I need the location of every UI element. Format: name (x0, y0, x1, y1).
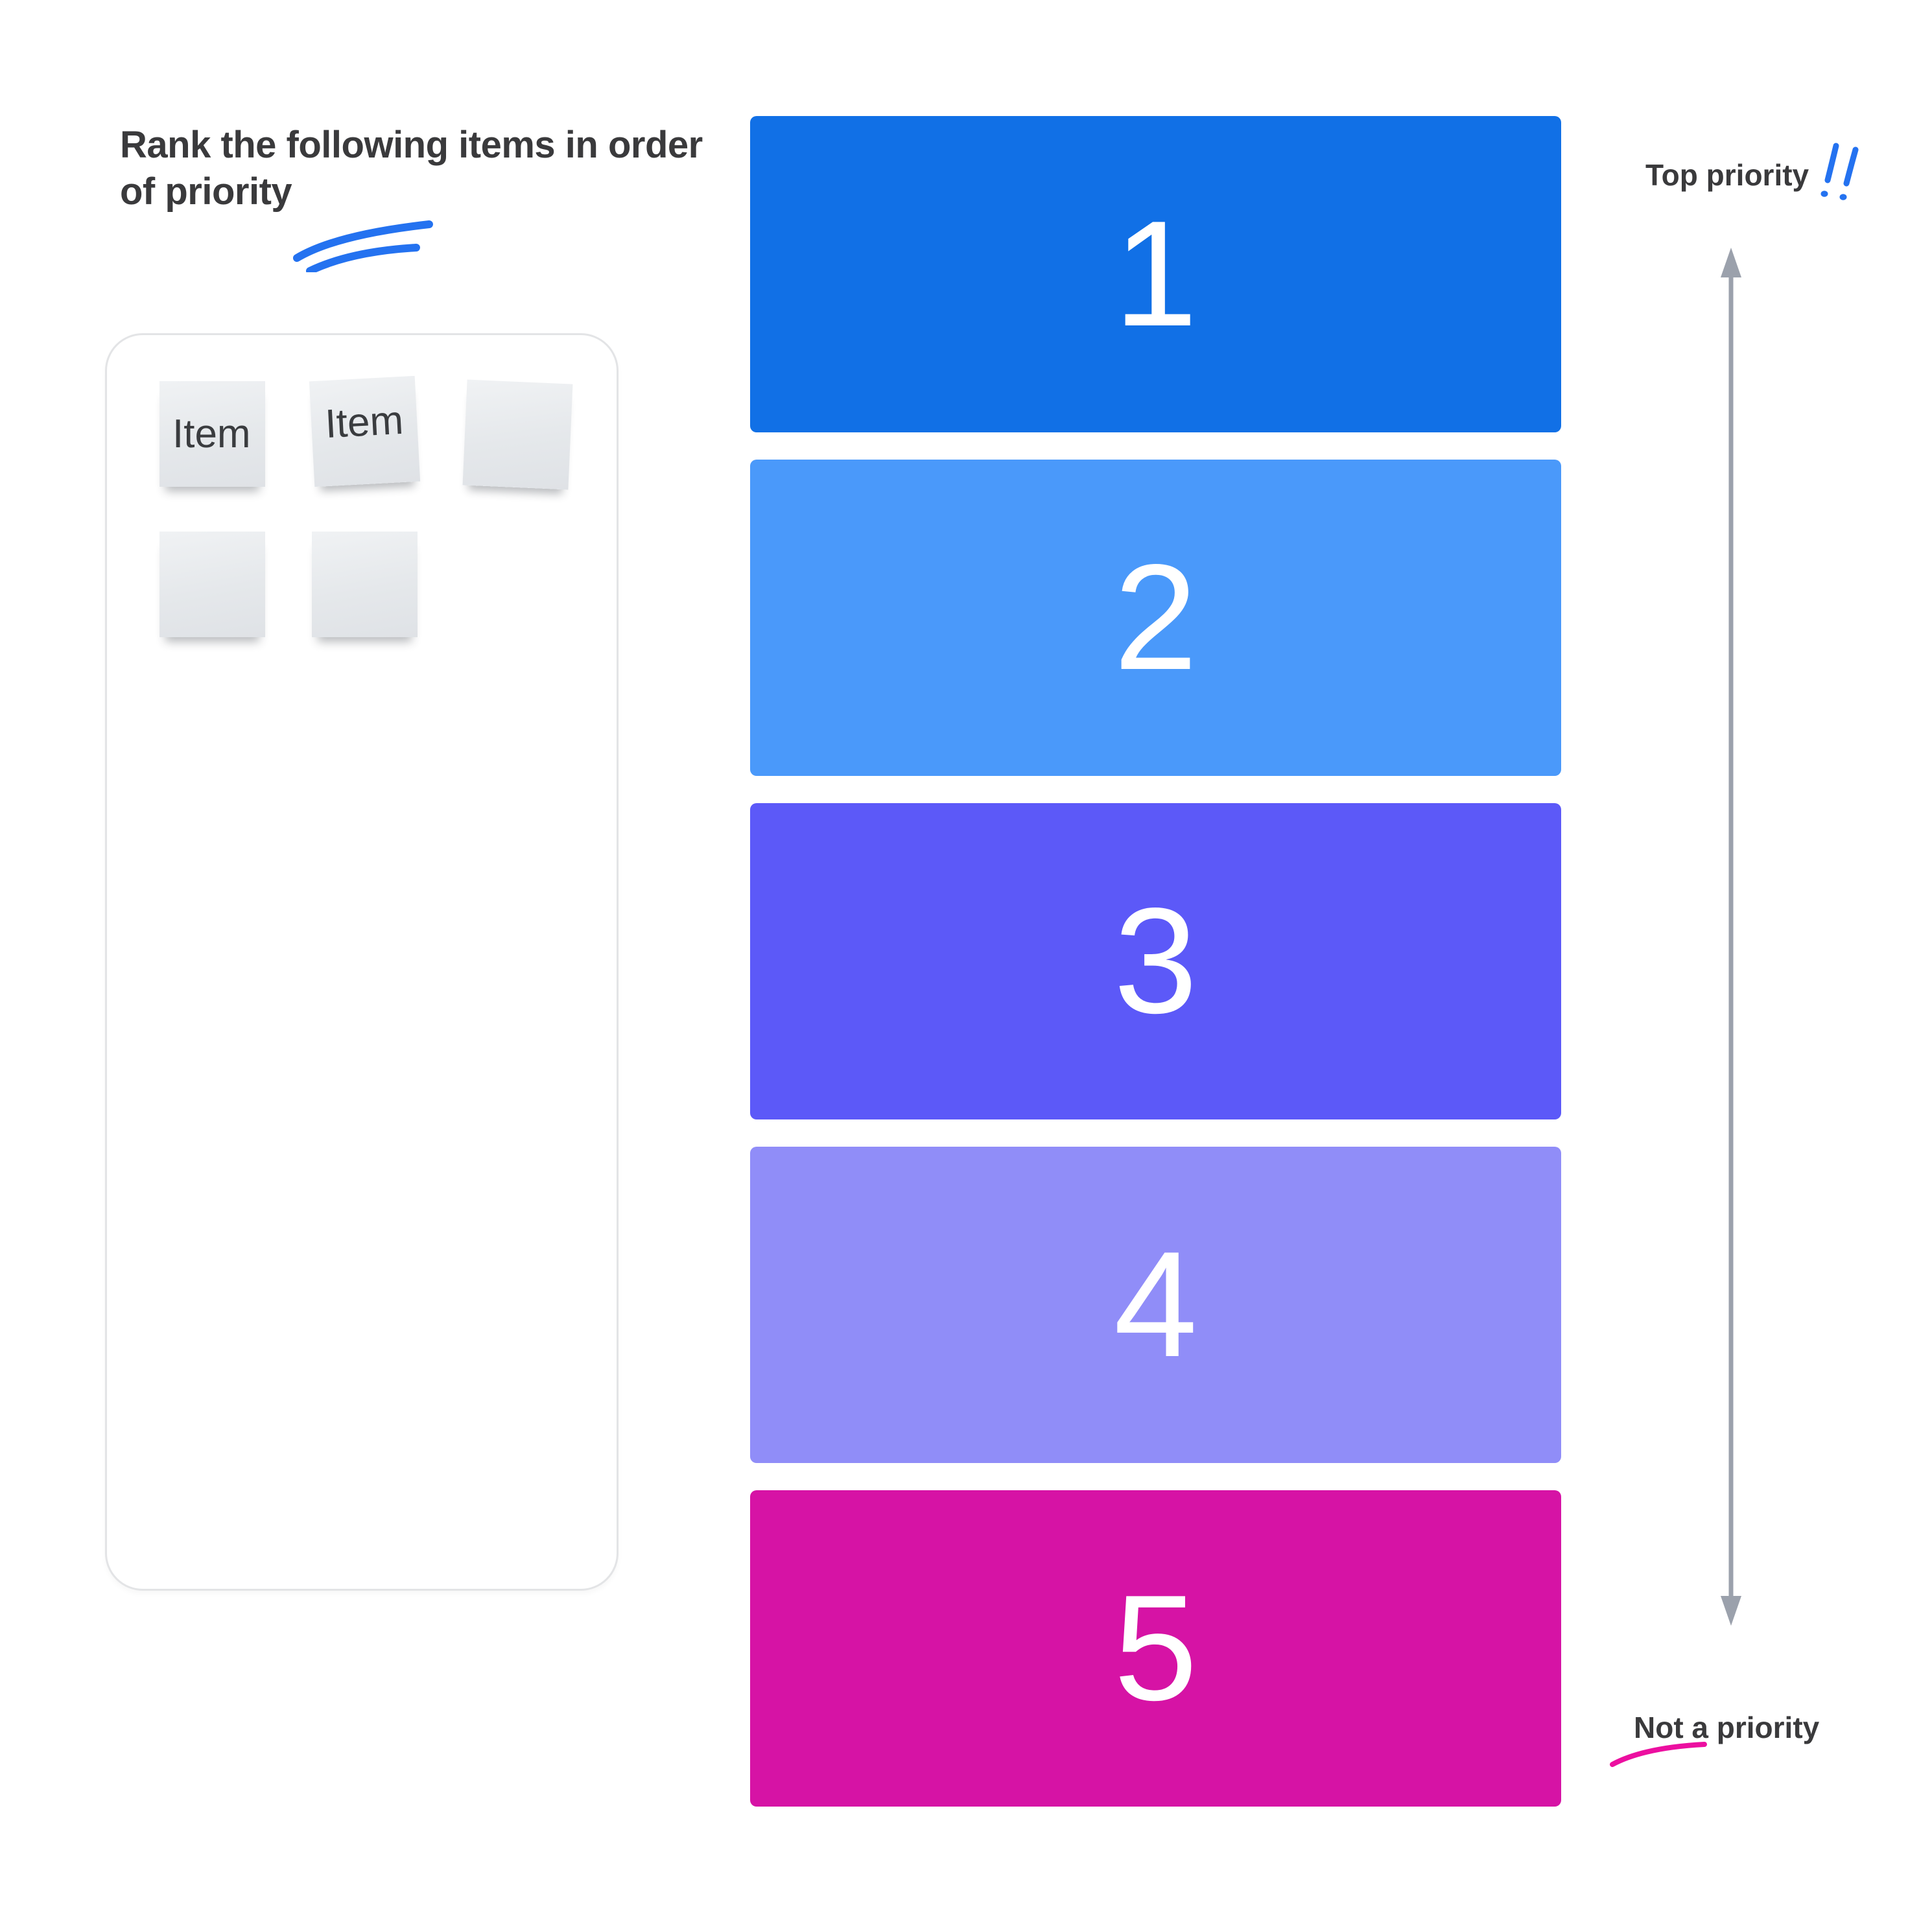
rank-number: 5 (1113, 1564, 1198, 1732)
exclamation-marks-icon (1820, 143, 1859, 200)
sticky-note[interactable]: Item (309, 375, 421, 487)
page-title: Rank the following items in order of pri… (120, 124, 703, 213)
rank-number: 2 (1113, 533, 1198, 701)
priority-axis-arrow-icon (1721, 248, 1741, 1626)
rank-slot-1[interactable]: 1 (750, 116, 1561, 432)
rank-slot-3[interactable]: 3 (750, 803, 1561, 1119)
pink-underline-swoosh-icon (1610, 1742, 1707, 1767)
rank-number: 4 (1113, 1221, 1198, 1388)
rank-number: 3 (1113, 877, 1198, 1045)
rank-slot-2[interactable]: 2 (750, 460, 1561, 776)
rank-slot-4[interactable]: 4 (750, 1147, 1561, 1463)
sticky-note[interactable] (159, 532, 265, 637)
item-parking-lot-container (105, 333, 618, 1591)
sticky-note[interactable] (312, 532, 418, 637)
not-a-priority-label: Not a priority (1634, 1711, 1820, 1744)
top-priority-label: Top priority (1645, 158, 1809, 192)
rank-number: 1 (1113, 190, 1198, 358)
sticky-note-label: Item (324, 397, 405, 447)
sticky-note[interactable]: Item (159, 381, 265, 487)
sticky-note-label: Item (172, 412, 251, 456)
sticky-note[interactable] (462, 379, 573, 490)
rank-slot-5[interactable]: 5 (750, 1490, 1561, 1807)
title-underline-swoosh-icon (293, 220, 433, 272)
